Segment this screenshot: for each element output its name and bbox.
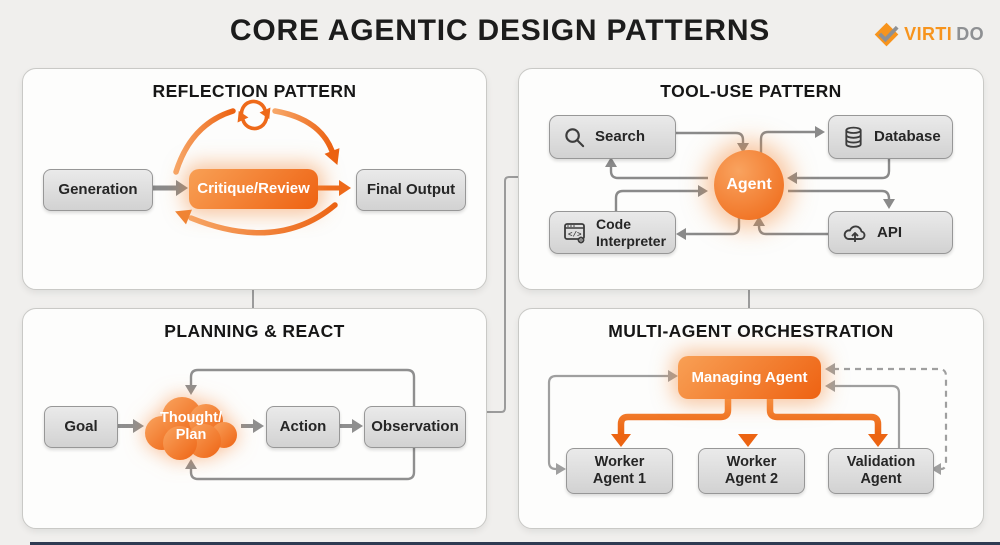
arrow-agent-to-api xyxy=(788,189,891,200)
arrow-validation-to-manager xyxy=(835,384,901,448)
loop-arrow-into-thought-top xyxy=(185,385,197,395)
orchestration-arrows xyxy=(547,363,948,475)
node-label-line2: Agent xyxy=(860,471,902,487)
node-observation: Observation xyxy=(364,406,466,448)
panel-planning-react: PLANNING & REACT Goal xyxy=(22,308,487,529)
panel-reflection-pattern: REFLECTION PATTERN xyxy=(22,68,487,290)
node-validation-agent: Validation Agent xyxy=(828,448,934,494)
node-label-line1: Worker xyxy=(594,453,645,470)
node-label: Search xyxy=(595,128,646,146)
svg-text:</>: </> xyxy=(568,231,582,239)
node-label-line1: Thought/ xyxy=(159,410,222,427)
footer-accent-bar xyxy=(30,542,1000,545)
arrow-agent-to-search xyxy=(609,167,708,180)
cycle-arc-top xyxy=(173,108,340,175)
node-label: Action xyxy=(279,418,327,435)
arrow-agent-to-database xyxy=(759,130,815,155)
node-final-output: Final Output xyxy=(356,169,466,211)
loop-arrow-into-thought-bottom xyxy=(185,459,197,469)
code-window-gear-icon: </> xyxy=(564,222,585,243)
panel-title-tool-use: TOOL-USE PATTERN xyxy=(660,81,842,101)
node-label-line1: Code xyxy=(596,216,631,233)
node-label: Validation Agent xyxy=(847,454,916,489)
node-label: Worker Agent 1 xyxy=(593,454,646,489)
node-label: Critique/Review xyxy=(197,180,310,197)
node-label-line2: Agent 2 xyxy=(724,471,779,487)
node-action: Action xyxy=(266,406,340,448)
arrow-database-to-agent xyxy=(797,159,891,180)
arrow-code-to-agent xyxy=(614,189,698,211)
node-agent: Agent xyxy=(714,150,784,220)
node-label: Code Interpreter xyxy=(596,216,666,248)
node-database: Database xyxy=(828,115,953,159)
panel-title-reflection: REFLECTION PATTERN xyxy=(152,81,357,101)
node-label-line2: Agent 1 xyxy=(592,471,647,487)
cycle-arc-bottom xyxy=(175,202,338,236)
node-label: Generation xyxy=(58,181,138,198)
refresh-cycle-icon xyxy=(237,99,271,131)
loop-worker1-manager xyxy=(547,374,668,471)
database-cylinder-icon xyxy=(845,126,862,148)
node-worker-agent-1: Worker Agent 1 xyxy=(566,448,673,494)
node-api: API xyxy=(828,211,953,254)
node-managing-agent: Managing Agent xyxy=(678,356,821,399)
node-label-line1: Validation xyxy=(846,453,916,470)
arrow-manager-to-worker1 xyxy=(617,397,732,434)
arrow-api-to-agent xyxy=(757,225,828,236)
panel-title-planning: PLANNING & REACT xyxy=(164,321,345,341)
cloud-upload-icon xyxy=(843,225,866,242)
brand-name-primary: VIRTI xyxy=(904,24,953,44)
node-label-line2: Plan xyxy=(175,427,207,443)
node-critique-review: Critique/Review xyxy=(189,169,318,209)
node-label: Agent xyxy=(726,176,772,193)
node-goal: Goal xyxy=(44,406,118,448)
panel-multi-agent-orchestration: MULTI-AGENT ORCHESTRATION xyxy=(518,308,984,529)
node-search: Search xyxy=(549,115,676,159)
arrow-critique-to-final xyxy=(318,180,351,196)
dashed-loop-manager-validation xyxy=(833,367,948,471)
node-code-interpreter: </> Code Interpreter xyxy=(549,211,676,254)
node-label: Database xyxy=(874,128,941,146)
node-label: Managing Agent xyxy=(691,368,808,386)
node-label-line2: Interpreter xyxy=(596,232,667,249)
tool-use-arrows xyxy=(605,126,895,240)
magnifier-icon xyxy=(565,127,585,147)
reflection-arrows xyxy=(151,99,351,236)
arrow-agent-to-code xyxy=(686,217,741,236)
page-title: CORE AGENTIC DESIGN PATTERNS xyxy=(229,14,771,47)
arrow-manager-to-validation xyxy=(766,397,882,434)
node-label: Final Output xyxy=(366,181,456,198)
arrow-search-to-agent xyxy=(676,131,745,143)
brand-name-secondary: DO xyxy=(956,24,984,44)
node-label: Goal xyxy=(64,418,98,435)
panel-tool-use-pattern: TOOL-USE PATTERN xyxy=(518,68,984,290)
node-thought-plan: Thought/ Plan xyxy=(138,387,244,467)
node-label-line1: Worker xyxy=(726,453,777,470)
node-label: API xyxy=(877,223,903,241)
thought-cloud-shape xyxy=(145,397,237,460)
panel-title-orchestration: MULTI-AGENT ORCHESTRATION xyxy=(608,321,894,341)
node-generation: Generation xyxy=(43,169,153,211)
node-label: Worker Agent 2 xyxy=(725,454,778,489)
node-worker-agent-2: Worker Agent 2 xyxy=(698,448,805,494)
check-diamond-icon xyxy=(874,22,899,47)
node-label: Observation xyxy=(371,418,459,435)
arrow-generation-to-critique xyxy=(151,180,188,196)
